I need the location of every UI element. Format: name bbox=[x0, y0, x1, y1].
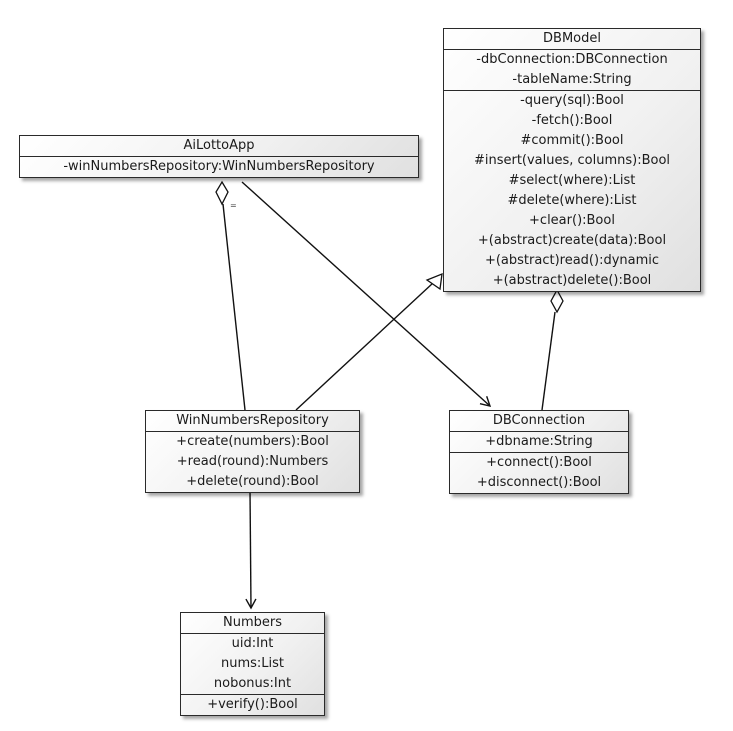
generalization-line-repository-dbmodel bbox=[295, 282, 434, 411]
method-row: #insert(values, columns):Bool bbox=[473, 153, 671, 168]
method-row: +connect():Bool bbox=[486, 455, 592, 470]
class-dbconnection[interactable]: DBConnection +dbname:String +connect():B… bbox=[449, 410, 629, 494]
method-row: -query(sql):Bool bbox=[520, 93, 624, 108]
class-winnumbersrepository-methods: +create(numbers):Bool +read(round):Numbe… bbox=[146, 431, 359, 492]
class-numbers[interactable]: Numbers uid:Int nums:List nobonus:Int +v… bbox=[180, 612, 325, 716]
class-ailottoapp-attributes: -winNumbersRepository:WinNumbersReposito… bbox=[20, 156, 418, 177]
method-row: #commit():Bool bbox=[520, 133, 624, 148]
class-dbconnection-attributes: +dbname:String bbox=[450, 431, 628, 452]
class-dbmodel-attributes: -dbConnection:DBConnection -tableName:St… bbox=[444, 49, 700, 90]
attribute-row: -dbConnection:DBConnection bbox=[476, 52, 668, 67]
method-row: +(abstract)create(data):Bool bbox=[477, 233, 667, 248]
attribute-row: nobonus:Int bbox=[213, 676, 292, 691]
method-row: #select(where):List bbox=[508, 173, 636, 188]
method-row: +disconnect():Bool bbox=[476, 475, 602, 490]
class-numbers-attributes: uid:Int nums:List nobonus:Int bbox=[181, 633, 324, 694]
aggregation-multiplicity-label: = bbox=[230, 201, 237, 210]
class-dbmodel-name: DBModel bbox=[543, 31, 601, 46]
class-numbers-name: Numbers bbox=[223, 615, 282, 630]
class-dbconnection-methods: +connect():Bool +disconnect():Bool bbox=[450, 452, 628, 493]
aggregation-line-dbmodel-dbconnection bbox=[541, 311, 556, 411]
aggregation-diamond-app bbox=[215, 180, 229, 206]
method-row: +(abstract)read():dynamic bbox=[484, 253, 660, 268]
method-row: +read(round):Numbers bbox=[176, 454, 329, 469]
method-row: +delete(round):Bool bbox=[186, 474, 319, 489]
association-line-app-dbconnection bbox=[241, 181, 492, 407]
attribute-row: uid:Int bbox=[231, 636, 274, 651]
class-ailottoapp-name: AiLottoApp bbox=[183, 138, 255, 153]
attribute-row: nums:List bbox=[220, 656, 285, 671]
class-winnumbersrepository[interactable]: WinNumbersRepository +create(numbers):Bo… bbox=[145, 410, 360, 493]
class-winnumbersrepository-name: WinNumbersRepository bbox=[176, 413, 329, 428]
attribute-row: +dbname:String bbox=[485, 434, 593, 449]
method-row: -fetch():Bool bbox=[531, 113, 613, 128]
method-row: +verify():Bool bbox=[207, 697, 298, 712]
association-line-repository-numbers bbox=[245, 489, 257, 610]
class-dbmodel-methods: -query(sql):Bool -fetch():Bool #commit()… bbox=[444, 90, 700, 291]
aggregation-line-app-repository bbox=[222, 203, 246, 411]
class-dbconnection-name: DBConnection bbox=[492, 413, 586, 428]
generalization-triangle-dbmodel bbox=[425, 272, 443, 291]
aggregation-diamond-dbmodel bbox=[550, 288, 564, 314]
method-row: +create(numbers):Bool bbox=[176, 434, 329, 449]
class-numbers-methods: +verify():Bool bbox=[181, 694, 324, 715]
method-row: #delete(where):List bbox=[507, 193, 637, 208]
class-dbmodel[interactable]: DBModel -dbConnection:DBConnection -tabl… bbox=[443, 28, 701, 292]
method-row: +(abstract)delete():Bool bbox=[492, 273, 652, 288]
attribute-row: -winNumbersRepository:WinNumbersReposito… bbox=[63, 159, 375, 174]
method-row: +clear():Bool bbox=[529, 213, 615, 228]
attribute-row: -tableName:String bbox=[512, 72, 632, 87]
class-ailottoapp[interactable]: AiLottoApp -winNumbersRepository:WinNumb… bbox=[19, 135, 419, 178]
